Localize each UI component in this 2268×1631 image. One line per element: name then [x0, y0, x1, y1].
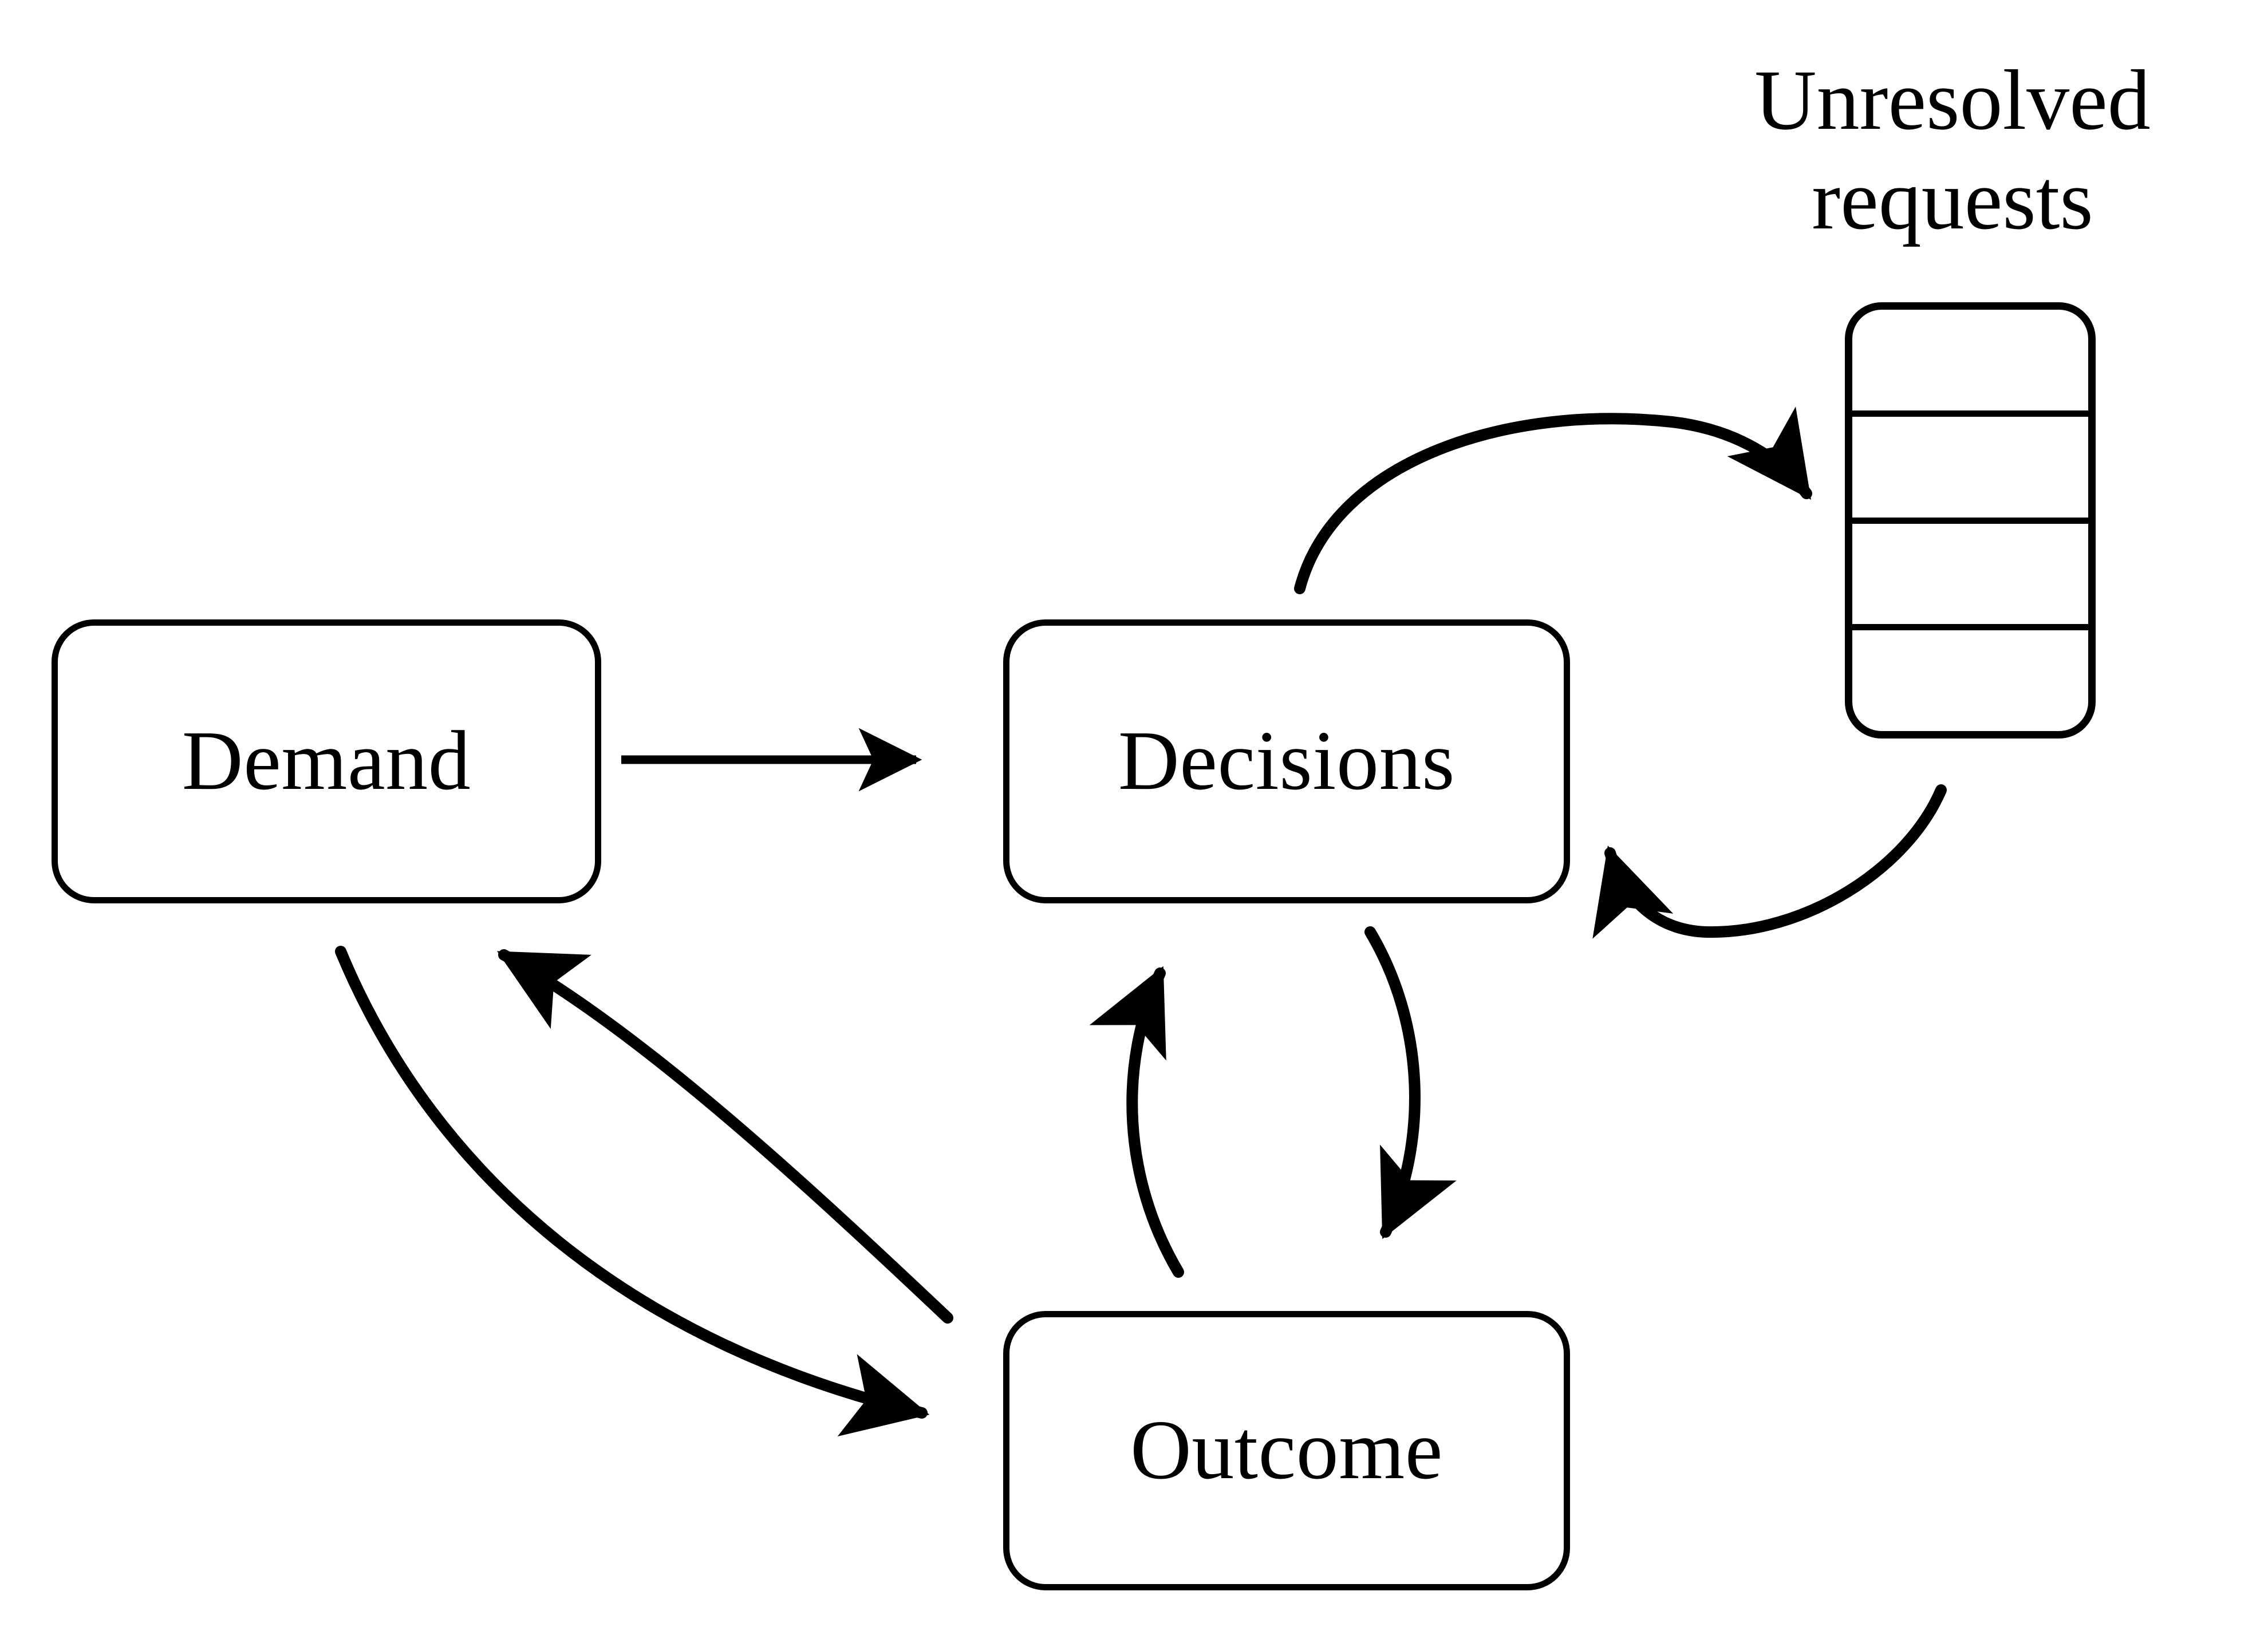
node-outcome-label: Outcome — [1130, 1403, 1443, 1498]
queue-cell-4 — [1852, 630, 2088, 731]
node-demand-label: Demand — [182, 714, 471, 808]
edge-outcome-to-decisions — [1089, 966, 1184, 1278]
queue-caption-line-2: requests — [1812, 152, 2093, 247]
node-decisions-label: Decisions — [1118, 714, 1456, 808]
queue-stack-icon[interactable] — [1845, 302, 2096, 739]
edge-decisions-to-queue — [1294, 406, 1812, 594]
edge-decisions-to-outcome — [1364, 926, 1457, 1239]
queue-cell-1 — [1852, 310, 2088, 417]
edge-demand-to-outcome — [335, 946, 930, 1437]
edge-outcome-to-demand — [497, 949, 953, 1324]
edge-queue-to-decisions — [1592, 784, 1947, 939]
node-outcome[interactable]: Outcome — [1003, 1311, 1570, 1590]
queue-cell-2 — [1852, 417, 2088, 524]
node-decisions[interactable]: Decisions — [1003, 619, 1570, 903]
node-demand[interactable]: Demand — [52, 619, 601, 903]
queue-caption: Unresolved requests — [1695, 50, 2210, 250]
queue-caption-line-1: Unresolved — [1754, 53, 2151, 148]
queue-cell-3 — [1852, 524, 2088, 631]
